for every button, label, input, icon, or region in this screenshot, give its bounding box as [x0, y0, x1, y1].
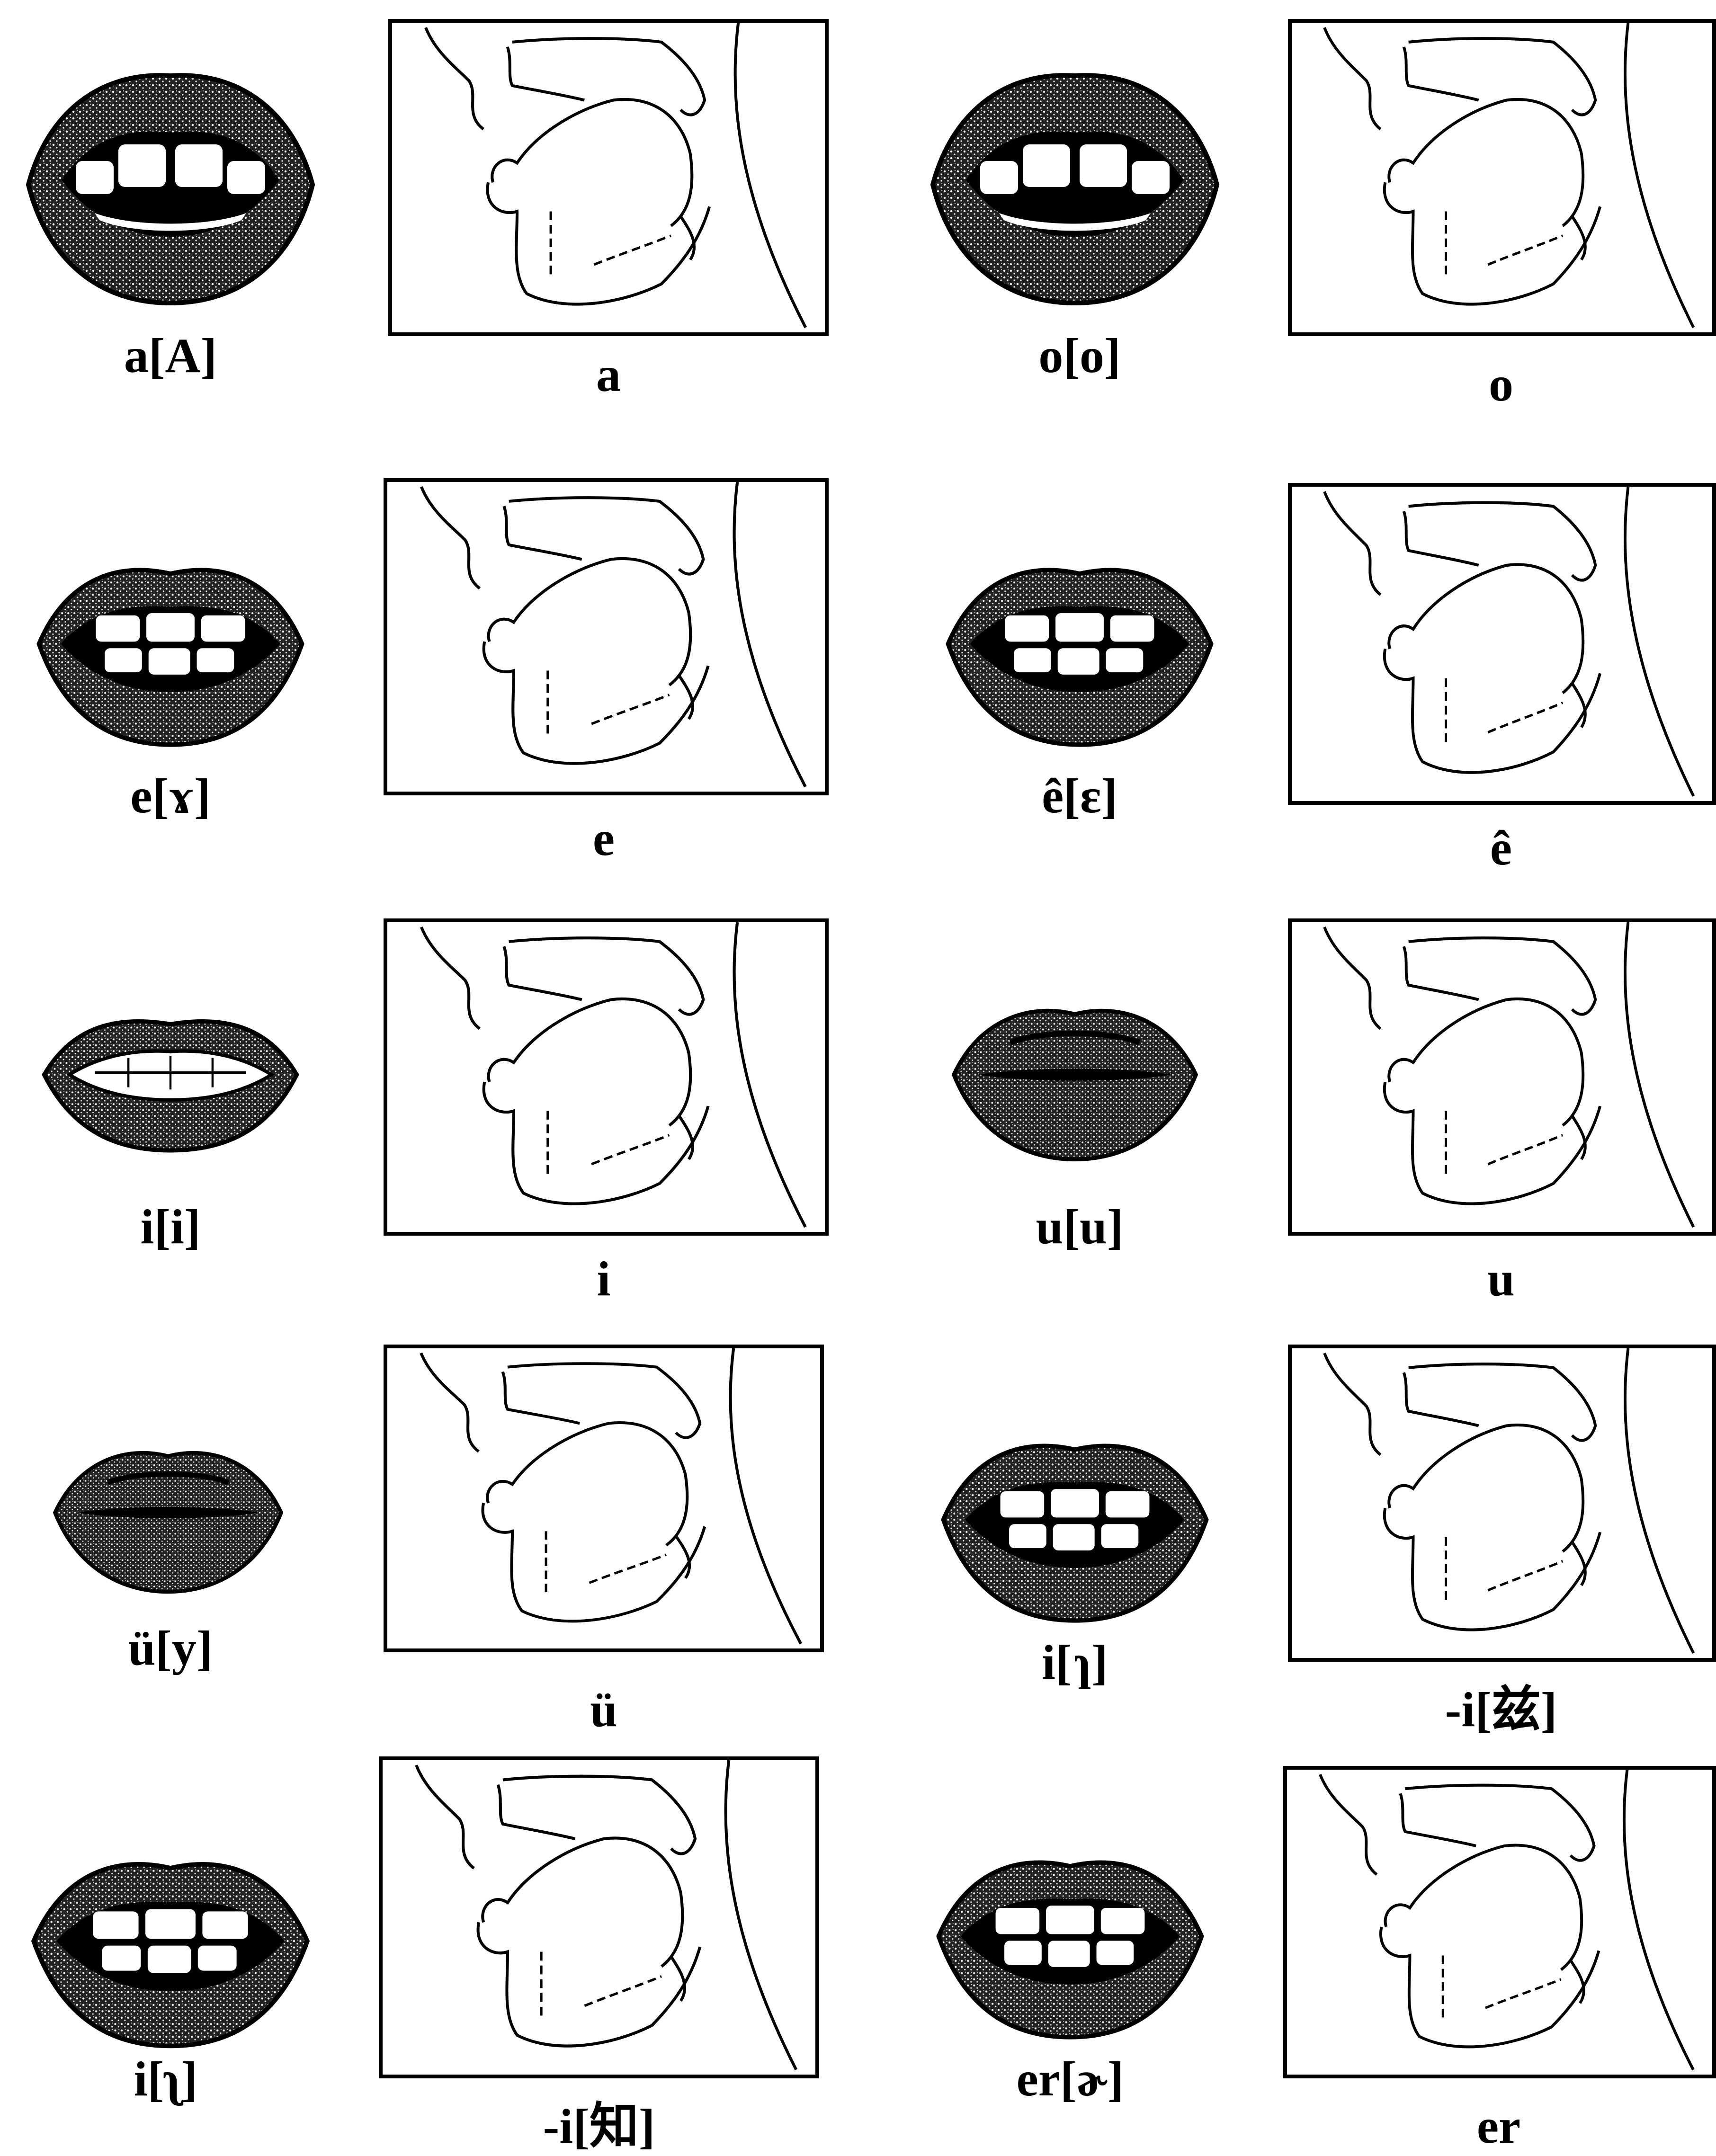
- caption-i: i: [391, 1255, 817, 1304]
- sagittal-diagram-i: [384, 918, 829, 1236]
- sagittal-diagram-i-apical-dental: [1288, 1345, 1716, 1662]
- lips-illustration-i-retroflex: [14, 1818, 327, 2064]
- mouth-teeth-lips-icon: [14, 1818, 327, 2064]
- caption-i-retroflex: -i[知]: [386, 2102, 812, 2151]
- lips-illustration-u-umlaut: [14, 1411, 322, 1614]
- vocal-tract-icon: [1292, 1348, 1712, 1658]
- lips-illustration-er: [914, 1818, 1226, 2055]
- lips-illustration-i: [14, 961, 327, 1188]
- sagittal-diagram-a: [388, 19, 829, 336]
- lips-illustration-o: [923, 52, 1226, 317]
- vocal-tract-icon: [1292, 922, 1712, 1232]
- caption-u-umlaut: ü: [391, 1685, 817, 1735]
- sagittal-diagram-u-umlaut: [384, 1345, 824, 1652]
- lips-label-i-apical-dental: i[ɿ]: [933, 1638, 1217, 1687]
- caption-o: o: [1288, 360, 1714, 409]
- sagittal-diagram-er: [1283, 1766, 1716, 2078]
- vocal-tract-icon: [387, 482, 825, 792]
- vocal-tract-icon: [1292, 23, 1712, 332]
- caption-i-apical-dental: -i[兹]: [1288, 1685, 1714, 1735]
- sagittal-diagram-o: [1288, 19, 1716, 336]
- sagittal-diagram-u: [1288, 918, 1716, 1236]
- lips-illustration-a: [19, 57, 322, 312]
- lips-label-u: u[u]: [938, 1203, 1222, 1252]
- caption-a: a: [395, 350, 822, 400]
- sagittal-diagram-i-retroflex: [379, 1756, 819, 2078]
- vocal-tract-icon: [1287, 1770, 1712, 2075]
- sagittal-diagram-e: [384, 478, 829, 795]
- vocal-tract-icon: [1292, 487, 1712, 801]
- lips-illustration-e: [14, 526, 327, 762]
- caption-er: er: [1286, 2102, 1712, 2151]
- mouth-teeth-lips-icon: [14, 526, 327, 762]
- lips-label-i: i[i]: [28, 1203, 313, 1252]
- lips-label-i-retroflex: i[ʅ]: [24, 2055, 308, 2104]
- vocal-tract-icon: [387, 922, 825, 1232]
- lips-label-a: a[A]: [28, 331, 313, 381]
- mouth-round-lips-icon: [923, 966, 1226, 1184]
- lips-label-e-circumflex: ê[ɛ]: [938, 772, 1222, 821]
- lips-illustration-e-circumflex: [923, 526, 1236, 762]
- lips-label-er: er[ɚ]: [928, 2055, 1212, 2104]
- lips-illustration-u: [923, 966, 1226, 1184]
- mouth-teeth-lips-icon: [923, 526, 1236, 762]
- lips-label-u-umlaut: ü[y]: [28, 1624, 313, 1673]
- vocal-tract-icon: [387, 1348, 820, 1648]
- mouth-teeth-lips-icon: [919, 1401, 1231, 1638]
- mouth-open-lips-icon: [19, 57, 322, 312]
- lips-label-e: e[ɤ]: [28, 772, 313, 821]
- caption-u: u: [1288, 1255, 1714, 1304]
- mouth-teeth-lips-icon: [914, 1818, 1226, 2055]
- mouth-spread-lips-icon: [14, 961, 327, 1188]
- sagittal-diagram-e-circumflex: [1288, 483, 1716, 805]
- lips-illustration-i-apical-dental: [919, 1401, 1231, 1638]
- caption-e: e: [391, 814, 817, 864]
- mouth-round-lips-icon: [14, 1411, 322, 1614]
- lips-label-o: o[o]: [938, 331, 1222, 381]
- mouth-round-open-lips-icon: [923, 52, 1226, 317]
- caption-e-circumflex: ê: [1288, 824, 1714, 873]
- vocal-tract-icon: [392, 23, 825, 332]
- vocal-tract-icon: [383, 1760, 815, 2075]
